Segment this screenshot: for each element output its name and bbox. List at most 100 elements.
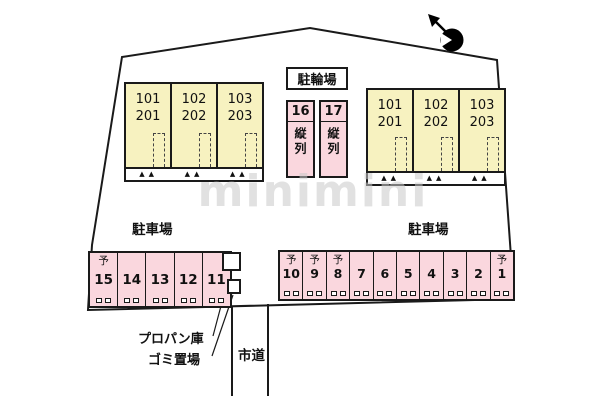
wheel-stops [397,291,419,296]
parking-space-10: 予 10 [280,252,302,299]
unit-number-top: 101 [135,92,161,107]
tandem-label: 縦列 [293,127,307,157]
unit-number-bottom: 202 [181,108,207,124]
wheel-stops [420,291,442,296]
building-unit-102: 102 202 [170,84,216,167]
unit-label: 103 203 [460,98,504,132]
entrance-triangles-icon: ▲▲ [381,174,401,182]
unit-number-bottom: 203 [469,114,495,130]
wheel-stops [327,291,349,296]
space-number: 17 [321,102,346,122]
reserved-mark: 予 [285,254,297,266]
building-left: 101 201 102 202 103 203 [124,82,264,169]
wheel-stops [350,291,372,296]
unit-number-top: 102 [181,92,207,107]
north-arrow-icon [428,14,464,52]
space-number: 1 [497,266,507,281]
wheel-stops [491,291,513,296]
reserved-mark [374,254,396,266]
entrance-triangles-icon: ▲▲ [139,170,159,178]
reserved-mark: 予 [309,254,320,266]
tandem-spot-16: 16 縦列 [286,100,315,178]
parking-space-5: 5 [396,252,419,299]
unit-number-bottom: 201 [377,114,403,130]
unit-label: 101 201 [368,98,412,132]
parking-space-15: 予 15 [90,253,117,306]
entrance-triangles-icon: ▲▲ [184,170,204,178]
space-number: 6 [380,266,390,281]
wheel-stops [303,291,325,296]
garbage-area-label: ゴミ置場 [148,353,201,368]
building-right-entrance-strip: ▲▲ ▲▲ ▲▲ [366,173,506,186]
parking-lot-label-left: 駐車場 [132,222,173,238]
city-road-label: 市道 [238,348,265,364]
wheel-stops [118,298,145,303]
building-unit-101: 101 201 [126,84,170,167]
reserved-mark [467,254,489,266]
wheel-stops [146,298,173,303]
reserved-mark: 予 [332,254,344,266]
reserved-mark [146,255,173,267]
reserved-mark [397,254,419,266]
unit-label: 102 202 [414,98,458,132]
building-left-entrance-strip: ▲▲ ▲▲ ▲▲ [124,169,264,182]
parking-row-right: 予 10 予 9 予 8 7 6 5 [278,250,515,301]
parking-space-2: 2 [466,252,489,299]
building-unit-101: 101 201 [368,90,412,171]
space-number: 9 [310,266,319,281]
tandem-spot-17: 17 縦列 [319,100,348,178]
reserved-mark: 予 [496,254,508,266]
unit-number-top: 101 [377,98,403,113]
space-number: 12 [178,272,198,288]
stair-dashes [245,133,257,167]
reserved-mark [175,255,202,267]
parking-space-14: 14 [117,253,145,306]
wheel-stops [374,291,396,296]
space-number: 2 [474,266,483,281]
parking-space-9: 予 9 [302,252,325,299]
reserved-mark [350,254,372,266]
parking-space-13: 13 [145,253,173,306]
entrance-triangles-icon: ▲▲ [471,174,491,182]
space-number: 5 [403,266,413,281]
wheel-stops [90,298,117,303]
unit-number-bottom: 202 [423,114,449,130]
parking-space-12: 12 [173,253,202,306]
parking-space-8: 予 8 [325,252,349,299]
stair-dashes [153,133,165,167]
space-number: 10 [282,266,300,281]
stair-dashes [487,137,499,171]
unit-number-bottom: 203 [227,108,253,124]
unit-label: 103 203 [218,92,262,126]
unit-number-top: 102 [423,98,449,113]
parking-space-6: 6 [372,252,396,299]
reserved-mark [118,255,145,267]
space-number: 3 [450,266,460,281]
parking-row-left: 予 15 14 13 12 11 [88,251,232,308]
propane-storage-box [222,252,241,271]
unit-label: 102 202 [172,92,216,126]
reserved-mark: 予 [98,255,109,267]
space-number: 16 [288,102,313,122]
bicycle-parking-sign: 駐輪場 [286,67,348,90]
entrance-triangles-icon: ▲▲ [426,174,446,182]
building-right: 101 201 102 202 103 203 [366,88,506,173]
building-unit-103: 103 203 [458,90,504,171]
wheel-stops [444,291,466,296]
wheel-stops [280,291,302,296]
parking-space-4: 4 [419,252,442,299]
space-number: 15 [94,272,113,288]
unit-number-bottom: 201 [135,108,161,124]
stair-dashes [395,137,407,171]
parking-space-7: 7 [349,252,372,299]
parking-space-1: 予 1 [489,252,513,299]
unit-number-top: 103 [469,98,495,113]
space-number: 7 [357,266,366,281]
unit-number-top: 103 [227,92,253,107]
parking-space-3: 3 [442,252,466,299]
space-number: 8 [333,266,343,281]
entrance-triangles-icon: ▲▲ [229,170,249,178]
building-unit-103: 103 203 [216,84,262,167]
unit-label: 101 201 [126,92,170,126]
reserved-mark [444,254,466,266]
